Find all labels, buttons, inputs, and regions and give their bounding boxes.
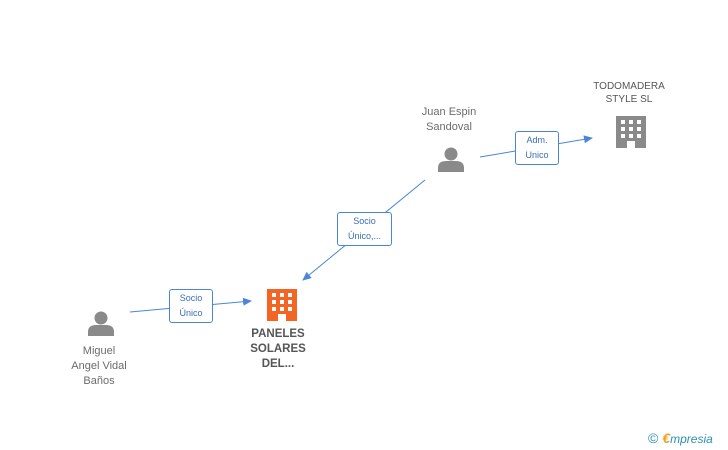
node-label-paneles[interactable]: PANELES SOLARES DEL... [250, 328, 306, 370]
node-label-juan[interactable]: Juan Espin Sandoval [421, 106, 477, 133]
edge-label-socio-unico-miguel[interactable]: Socio Único [169, 289, 213, 323]
edge-label-socio-unico-juan[interactable]: Socio Único,... [337, 212, 392, 246]
node-label-todomadera[interactable]: TODOMADERA STYLE SL [593, 81, 665, 105]
copyright-icon: © [648, 430, 659, 446]
building-icon[interactable] [616, 116, 646, 148]
edge-label-adm-unico[interactable]: Adm. Unico [515, 131, 559, 165]
main-company-building-icon[interactable] [267, 289, 297, 321]
edge-label-line: Socio [179, 293, 203, 303]
edge-label-line: Socio [353, 216, 376, 226]
brand-rest: mpresia [670, 432, 713, 446]
node-label-miguel[interactable]: Miguel Angel Vidal Baños [71, 345, 127, 387]
empresia-logo: © €mpresia [648, 428, 713, 448]
edge-label-line: Único [179, 308, 203, 318]
edge-label-line: Único,... [347, 231, 381, 241]
brand-name: €mpresia [662, 430, 712, 446]
person-icon[interactable] [438, 147, 464, 173]
brand-initial: € [662, 430, 671, 446]
edge-label-line: Unico [525, 150, 549, 160]
person-icon[interactable] [88, 311, 114, 337]
edge-label-line: Adm. [526, 135, 548, 145]
